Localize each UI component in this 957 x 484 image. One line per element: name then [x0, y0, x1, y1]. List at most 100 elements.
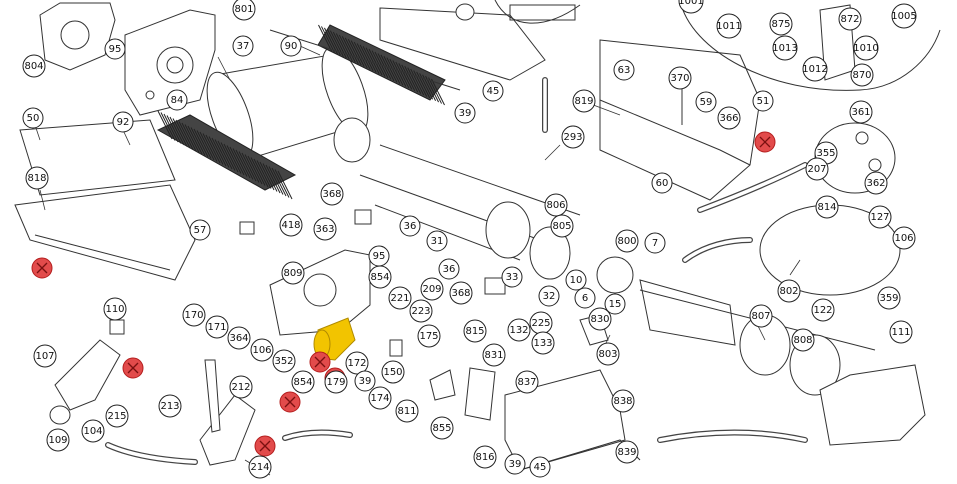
callout-50: 50	[22, 107, 44, 129]
callout-1012: 1012	[802, 56, 828, 82]
gear-housing-part	[124, 9, 216, 116]
callout-label: 106	[252, 345, 271, 356]
callout-label: 352	[274, 356, 293, 367]
callout-label: 807	[751, 311, 770, 322]
callout-802: 802	[777, 279, 801, 303]
callout-label: 127	[870, 212, 889, 223]
callout-209: 209	[420, 277, 444, 301]
callout-293: 293	[561, 125, 585, 149]
callout-label: 814	[817, 202, 836, 213]
roller-805	[529, 226, 571, 280]
callout-872: 872	[838, 7, 862, 31]
part-150	[389, 339, 403, 357]
callout-839: 839	[615, 440, 639, 464]
callout-363: 363	[313, 217, 337, 241]
callout-label: 872	[840, 14, 859, 25]
callout-816: 816	[473, 445, 497, 469]
bracket-107	[54, 339, 121, 411]
callout-352: 352	[272, 349, 296, 373]
callout-label: 803	[598, 349, 617, 360]
defect-marker	[122, 357, 144, 379]
callout-label: 366	[719, 113, 738, 124]
callout-107: 107	[33, 344, 57, 368]
callout-label: 170	[184, 310, 203, 321]
callout-label: 363	[315, 224, 334, 235]
callout-359: 359	[877, 286, 901, 310]
callout-label: 60	[656, 178, 669, 189]
callout-60: 60	[651, 172, 673, 194]
callout-label: 805	[552, 221, 571, 232]
callout-366: 366	[717, 106, 741, 130]
defect-marker	[254, 435, 276, 457]
callout-label: 39	[509, 459, 522, 470]
callout-837: 837	[515, 370, 539, 394]
callout-label: 63	[618, 65, 631, 76]
motor-assembly	[596, 256, 876, 396]
callout-label: 36	[443, 264, 456, 275]
housing-part	[39, 2, 116, 71]
callout-6: 6	[574, 287, 596, 309]
part-811	[429, 369, 456, 401]
callout-807: 807	[749, 304, 773, 328]
detail-bubble	[679, 0, 941, 91]
callout-1005: 1005	[891, 3, 917, 29]
callout-854: 854	[368, 265, 392, 289]
callout-63: 63	[613, 59, 635, 81]
spring-top	[494, 0, 581, 24]
callout-label: 39	[359, 376, 372, 387]
callout-label: 95	[109, 44, 122, 55]
callout-801: 801	[232, 0, 256, 21]
callout-175: 175	[417, 324, 441, 348]
callout-label: 870	[852, 70, 871, 81]
callout-label: 368	[451, 288, 470, 299]
callout-label: 815	[465, 326, 484, 337]
callout-7: 7	[644, 232, 666, 254]
callout-221: 221	[388, 286, 412, 310]
callout-838: 838	[611, 389, 635, 413]
callout-label: 150	[383, 367, 402, 378]
callout-51: 51	[752, 90, 774, 112]
callout-label: 1013	[772, 43, 797, 54]
callout-label: 133	[533, 338, 552, 349]
shaft	[269, 29, 461, 91]
callout-label: 59	[700, 97, 713, 108]
callout-label: 33	[506, 272, 519, 283]
callout-label: 854	[293, 377, 312, 388]
callout-label: 1011	[716, 21, 741, 32]
callout-803: 803	[596, 342, 620, 366]
callout-label: 90	[285, 41, 298, 52]
callout-label: 212	[231, 382, 250, 393]
callout-label: 800	[617, 236, 636, 247]
callout-label: 811	[397, 406, 416, 417]
cover-plate	[379, 7, 546, 81]
callout-10: 10	[565, 269, 587, 291]
callout-label: 831	[484, 350, 503, 361]
callout-875: 875	[769, 12, 793, 36]
callout-106: 106	[250, 338, 274, 362]
callout-label: 179	[326, 377, 345, 388]
callout-171: 171	[205, 315, 229, 339]
callout-label: 175	[419, 331, 438, 342]
callout-39: 39	[454, 102, 476, 124]
callout-109: 109	[46, 428, 70, 452]
callout-855: 855	[430, 416, 454, 440]
brush-39	[317, 24, 446, 106]
bracket-213	[199, 394, 256, 466]
callout-label: 355	[816, 148, 835, 159]
tray-818	[14, 184, 196, 281]
callout-45: 45	[482, 80, 504, 102]
callout-label: 854	[370, 272, 389, 283]
defect-marker	[31, 257, 53, 279]
callout-label: 110	[105, 304, 124, 315]
callout-label: 6	[582, 293, 588, 304]
bearing-33	[484, 277, 506, 295]
callout-label: 36	[404, 221, 417, 232]
callout-806: 806	[544, 193, 568, 217]
callout-label: 1012	[802, 64, 827, 75]
callout-150: 150	[381, 360, 405, 384]
callout-870: 870	[850, 63, 874, 87]
callout-label: 1001	[678, 0, 703, 7]
callout-label: 107	[35, 351, 54, 362]
